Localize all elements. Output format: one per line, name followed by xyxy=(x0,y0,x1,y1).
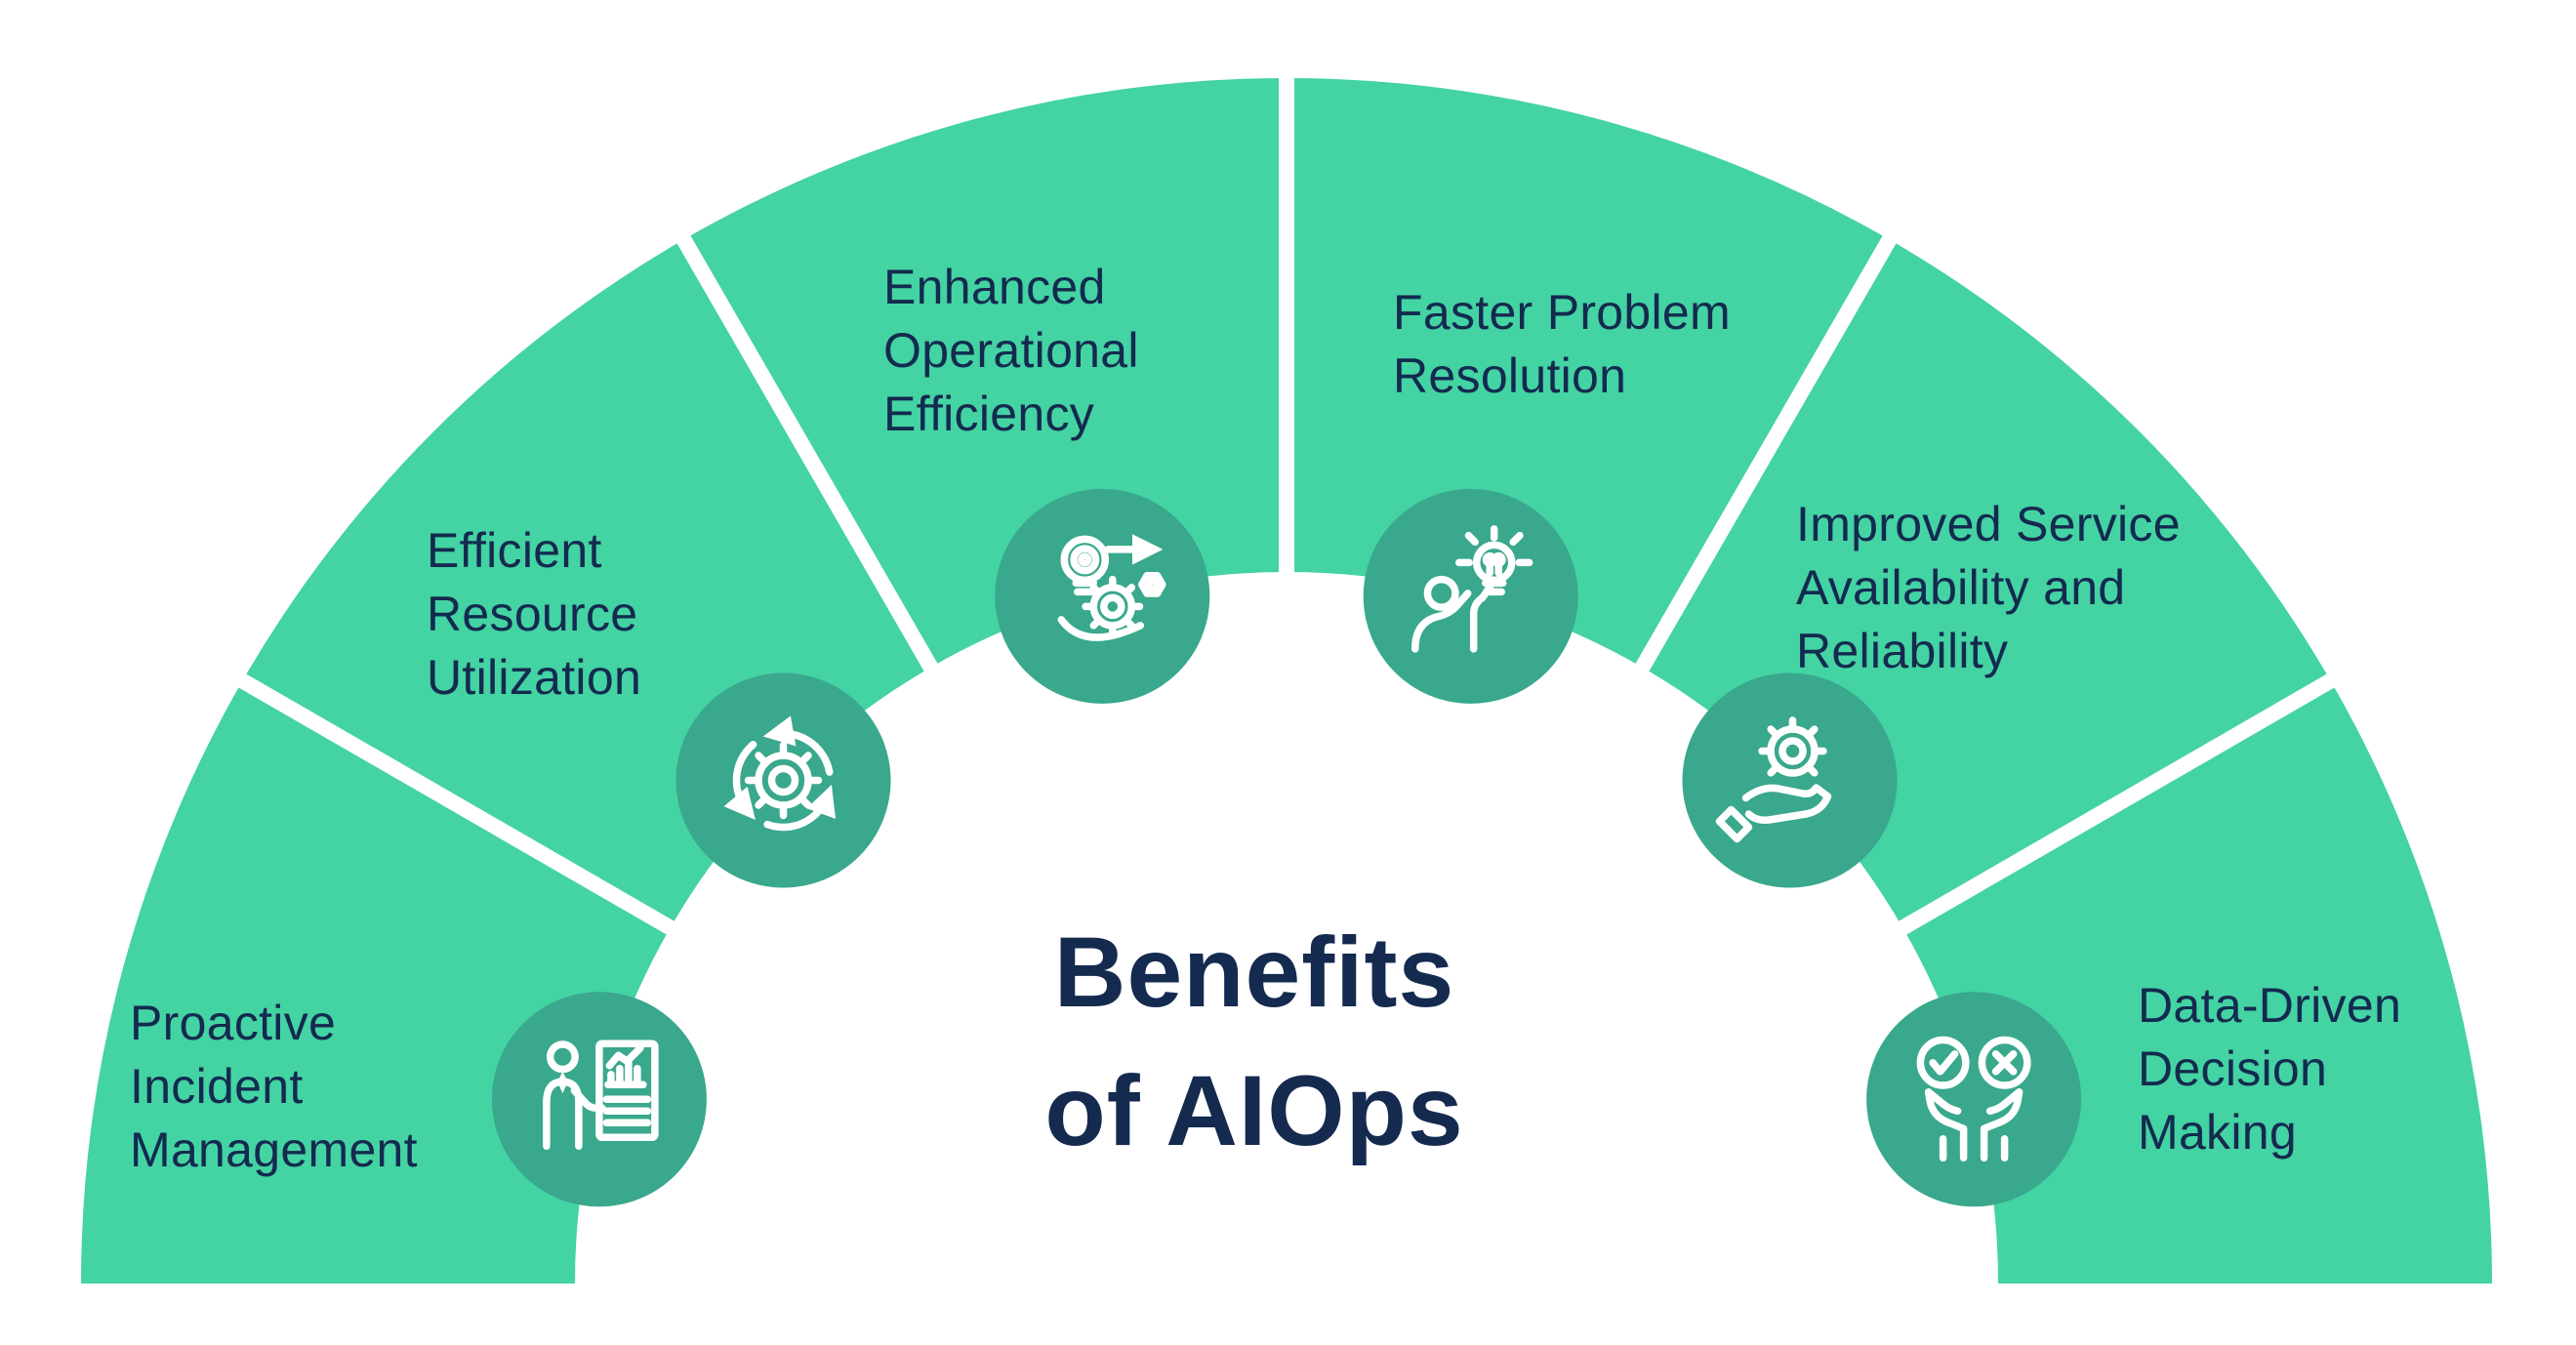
segment-label-faster-problem-resolution: Faster Problem Resolution xyxy=(1393,285,1731,403)
segment-label-efficient-resource-utilization: Efficient Resource Utilization xyxy=(427,523,642,705)
idea-gear-process-icon xyxy=(1057,534,1166,641)
icon-circle-3 xyxy=(995,488,1210,704)
segment-label-data-driven-decision-making: Data-Driven Decision Making xyxy=(2138,978,2402,1160)
diagram-title: Benefits of AIOps xyxy=(1044,917,1464,1166)
icon-circle-2 xyxy=(675,672,891,888)
hand-gear-icon xyxy=(1715,716,1832,843)
presenter-chart-icon xyxy=(543,1039,659,1151)
segment-label-enhanced-operational-efficiency: Enhanced Operational Efficiency xyxy=(883,260,1139,441)
segment-dividers xyxy=(218,54,2355,1290)
hands-approve-reject-icon xyxy=(1916,1036,2031,1162)
person-idea-icon xyxy=(1411,525,1533,653)
gear-cycle-icon xyxy=(723,715,837,832)
icon-circle-5 xyxy=(1682,672,1898,888)
icon-circle-4 xyxy=(1363,488,1578,704)
icon-circle-6 xyxy=(1866,992,2082,1207)
segment-label-improved-service-availability: Improved Service Availability and Reliab… xyxy=(1796,497,2181,678)
segment-label-proactive-incident-management: Proactive Incident Management xyxy=(130,996,418,1177)
